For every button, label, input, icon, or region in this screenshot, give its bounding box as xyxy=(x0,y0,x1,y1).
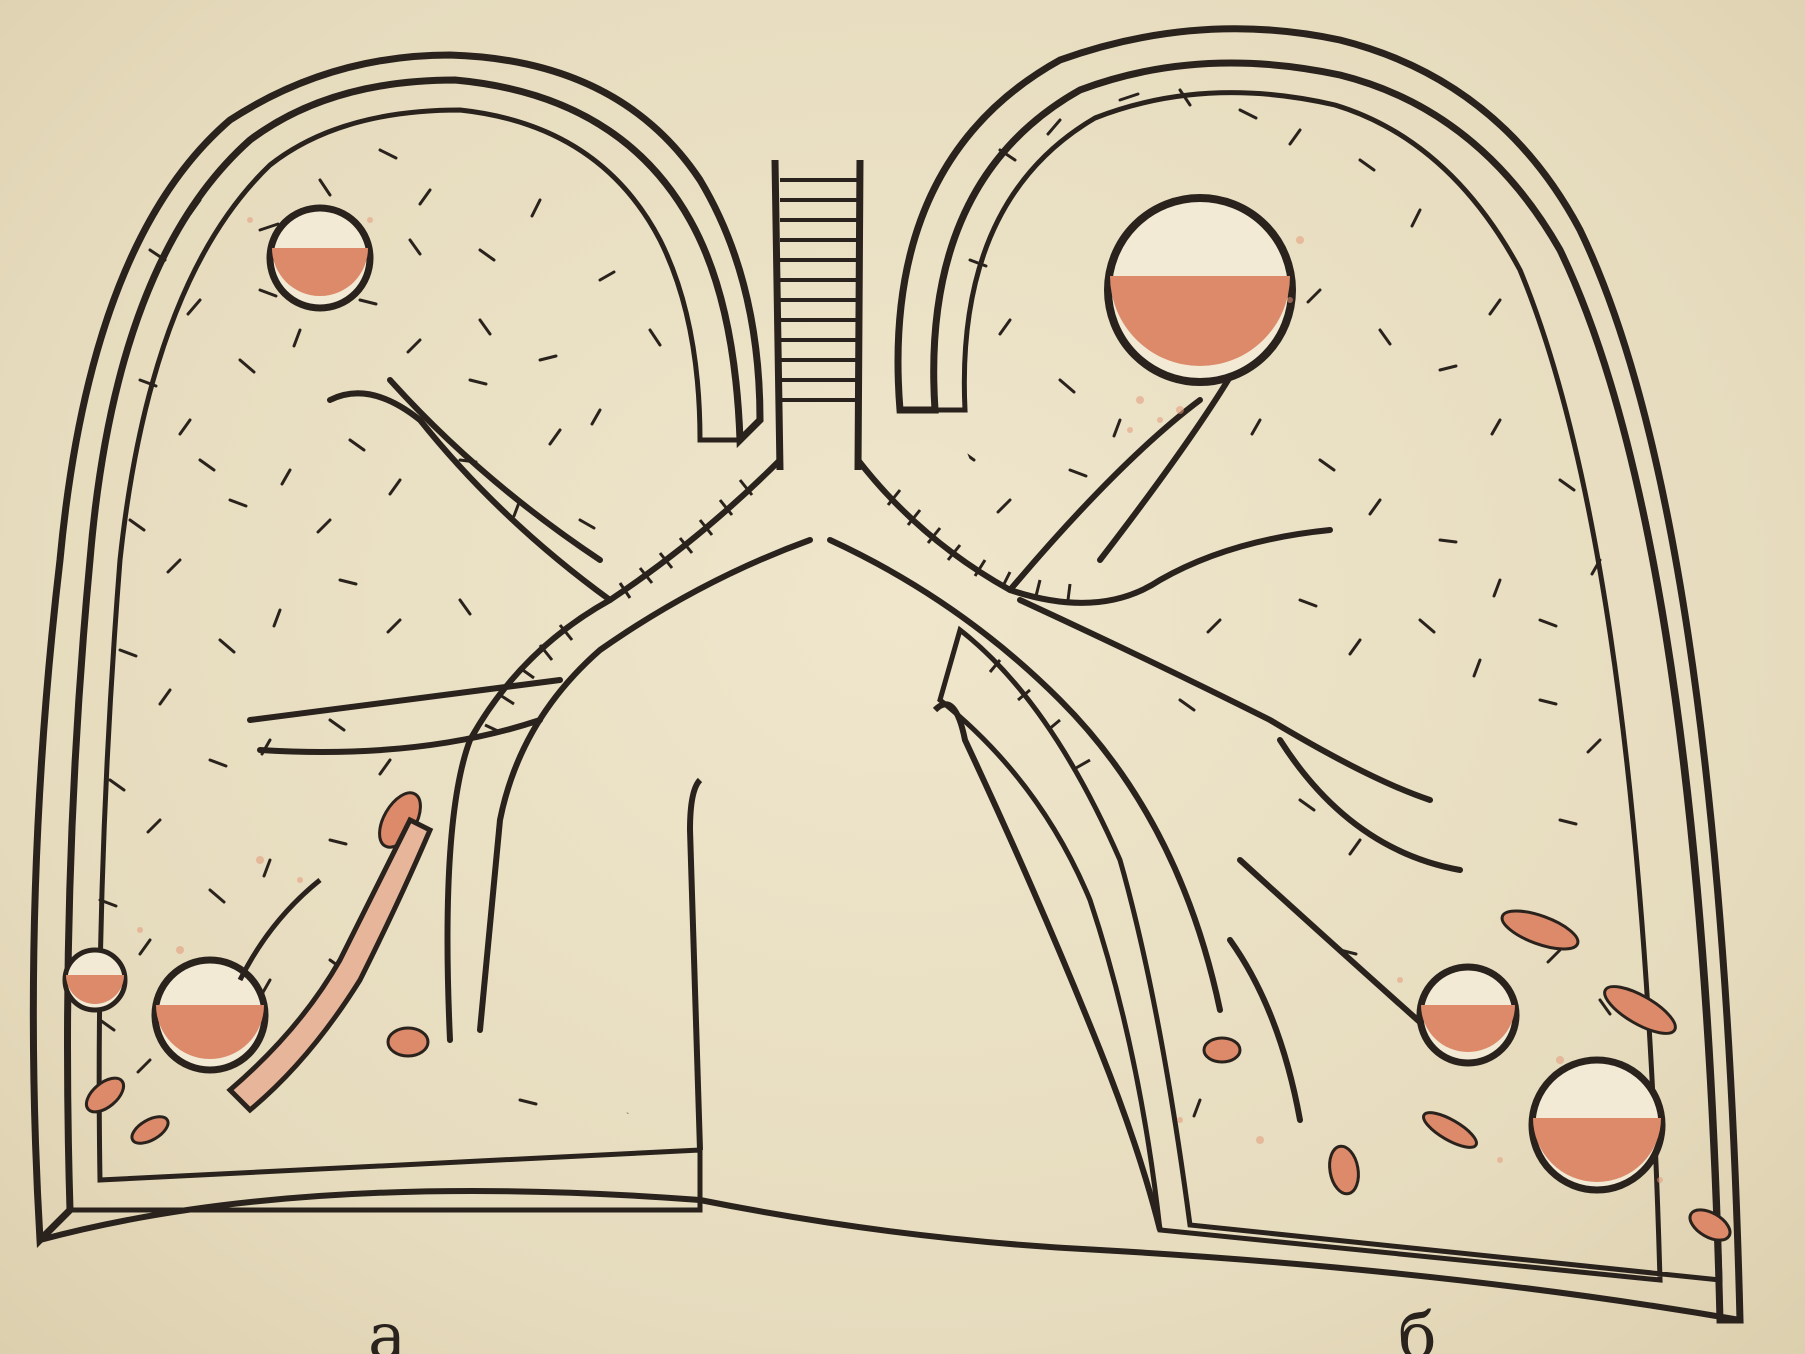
bronchiectasis-left-2 xyxy=(240,880,320,980)
abscess-right-lower-1 xyxy=(1420,967,1516,1063)
panel-label-b: б xyxy=(1398,1305,1437,1354)
abscess-right-lower-2 xyxy=(1532,1060,1662,1190)
mediastinum-left-line xyxy=(690,780,700,1150)
abscess-left-upper xyxy=(270,208,370,308)
panel-label-a: а xyxy=(368,1305,406,1354)
abscess-left-small xyxy=(65,950,125,1010)
trachea xyxy=(775,160,860,470)
abscess-right-upper xyxy=(1108,198,1292,382)
abscess-left-lower xyxy=(155,960,265,1070)
left-lung-outline xyxy=(33,55,760,1240)
bronchial-tree xyxy=(250,360,1460,1120)
